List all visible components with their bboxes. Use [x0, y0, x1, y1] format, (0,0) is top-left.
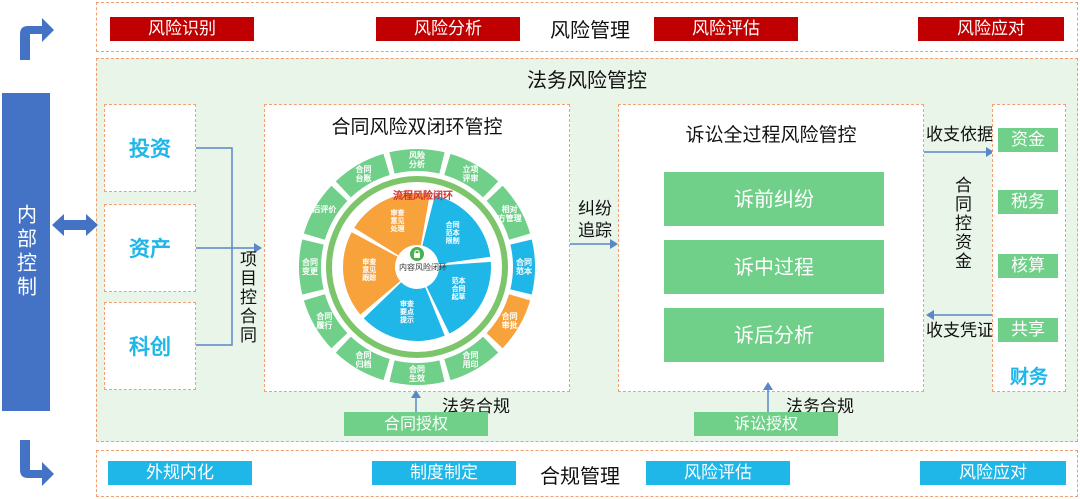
content-loop-title: 内容风险闭环: [399, 263, 447, 272]
risk-tag-4: 风险应对: [918, 17, 1064, 41]
compliance-arrow-1: [411, 390, 421, 414]
ring-segment: [389, 360, 445, 385]
compliance-tag-1: 外规内化: [108, 461, 252, 485]
double-arrow-icon: [52, 214, 98, 236]
ring-segment-label: 合同 用印: [462, 350, 479, 369]
ring-segment-label: 合同 审批: [501, 311, 518, 330]
risk-management-title: 风险管理: [550, 18, 630, 42]
ring-segment-label: 合同 归档: [355, 350, 372, 369]
ring-segment: [299, 239, 324, 295]
ring-segment-label: 合同 生效: [409, 365, 425, 383]
inner-segment-label: 范本 合同 起草: [451, 277, 466, 301]
contract-ring-diagram: [299, 149, 535, 385]
ring-segment: [444, 153, 499, 198]
income-basis-label: 收支依据: [926, 125, 994, 145]
post-litigation-stage: 诉后分析: [664, 308, 884, 362]
ring-segment: [335, 336, 390, 381]
ring-segment: [486, 294, 531, 349]
finance-label: 财务: [1009, 366, 1048, 388]
turn-down-left-arrow-icon: [20, 440, 54, 486]
finance-item-sharing: 共享: [998, 318, 1058, 342]
litigation-authorization: 诉讼授权: [694, 412, 838, 436]
ring-segment-label: 风险 分析: [409, 151, 425, 169]
compliance-tag-3: 风险评估: [646, 461, 790, 485]
investment-box: 投资: [104, 104, 196, 192]
ring-segment-label: 相对 方管理: [497, 204, 522, 223]
contract-authorization: 合同授权: [344, 412, 488, 436]
ring-segment-label: 合同 变更: [302, 258, 318, 276]
finance-item-funds: 资金: [998, 128, 1058, 152]
dispute-arrow: [570, 239, 618, 249]
compliance-management-title: 合规管理: [540, 464, 620, 488]
ring-segment-label: 合同 履行: [316, 311, 333, 330]
project-contract-label: 项目控合同: [236, 250, 256, 345]
ring-segment-label: 合同 台账: [355, 165, 372, 184]
income-voucher-arrow: [926, 310, 996, 320]
finance-panel: [992, 104, 1066, 392]
ring-segment: [335, 153, 390, 198]
risk-tag-2: 风险分析: [376, 17, 520, 41]
ring-segment: [303, 185, 348, 240]
income-basis-arrow: [924, 147, 994, 157]
turn-up-right-arrow-icon: [20, 18, 54, 60]
finance-item-accounting: 核算: [998, 254, 1058, 278]
contract-panel-title: 合同风险双闭环管控: [331, 116, 503, 138]
ring-segment: [389, 149, 445, 174]
compliance-tag-4: 风险应对: [920, 461, 1066, 485]
ring-segment: [444, 336, 499, 381]
inner-segment-label: 审查 意见 处理: [390, 209, 405, 234]
asset-box: 资产: [104, 204, 196, 292]
risk-tag-3: 风险评估: [654, 17, 798, 41]
in-litigation-stage: 诉中过程: [664, 240, 884, 294]
inner-segment: [363, 282, 445, 341]
dispute-tracking-label: 纠纷追踪: [578, 199, 612, 241]
finance-item-tax: 税务: [998, 190, 1058, 214]
inner-segment: [343, 232, 401, 315]
litigation-panel-title: 诉讼全过程风险管控: [685, 124, 857, 146]
ring-segment: [486, 185, 531, 240]
internal-control-panel: 内部控制: [2, 93, 50, 411]
inner-segment: [422, 195, 491, 264]
inner-segment-label: 审查 意见 跟踪: [362, 258, 377, 283]
pre-litigation-stage: 诉前纠纷: [664, 172, 884, 226]
risk-management-bar: [96, 2, 1078, 52]
contract-funds-label: 合同控资金: [951, 176, 971, 271]
ring-segment-label: 合同 范本: [516, 258, 532, 276]
compliance-tag-2: 制度制定: [372, 461, 516, 485]
process-loop-title: 流程风险闭环: [393, 191, 453, 202]
compliance-management-bar: [96, 450, 1078, 497]
inner-segment: [354, 193, 430, 256]
lock-icon: [410, 246, 424, 265]
ring-segment: [303, 294, 348, 349]
ring-segment-label: 后评价: [312, 204, 337, 214]
income-voucher-label: 收支凭证: [926, 321, 994, 341]
ring-segment-label: 立项 评审: [462, 165, 479, 184]
compliance-arrow-2: [763, 382, 773, 412]
innovation-box: 科创: [104, 302, 196, 390]
inner-segment-label: 合同 范本 限制: [445, 220, 460, 245]
inner-segment: [426, 261, 491, 334]
inner-segment-label: 审查 要点 提示: [400, 299, 415, 324]
main-title: 法务风险管控: [527, 68, 647, 92]
risk-tag-1: 风险识别: [110, 17, 254, 41]
ring-segment: [510, 239, 535, 295]
investment-connectors: [196, 147, 262, 346]
